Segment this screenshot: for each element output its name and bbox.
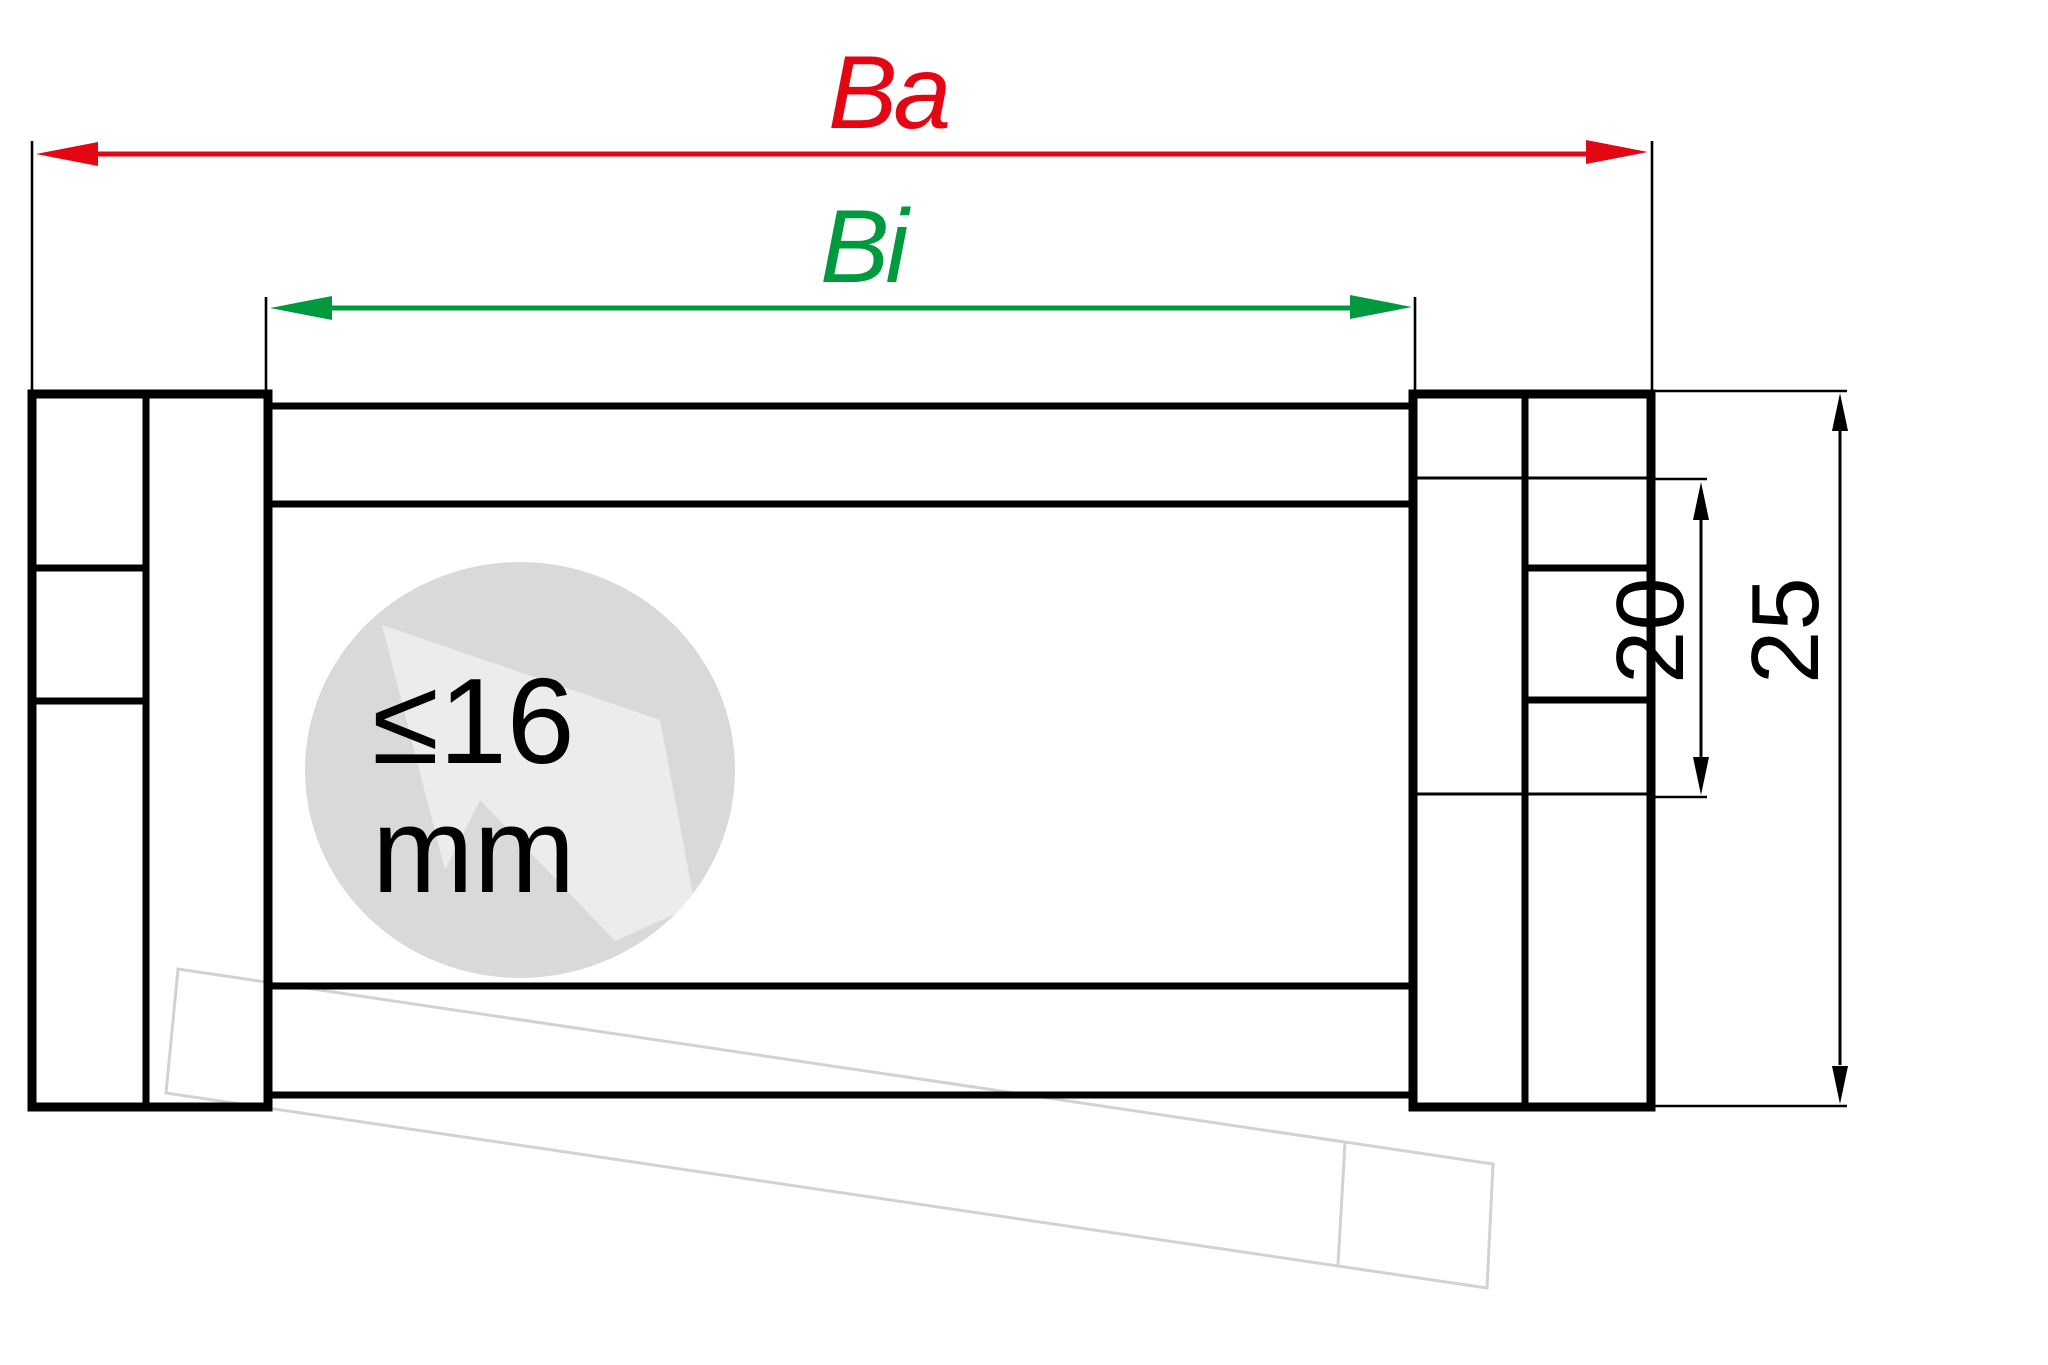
outer-width-dimension: Ba xyxy=(30,35,1654,395)
outer-width-label: Ba xyxy=(828,35,948,151)
arrowhead-up-icon xyxy=(1693,482,1709,520)
badge-unit: mm xyxy=(372,782,575,918)
tilted-crossbar-ghost xyxy=(164,967,1495,1290)
left-side-plate xyxy=(27,389,273,1112)
arrowhead-left-icon xyxy=(36,142,98,166)
arrowhead-down-icon xyxy=(1693,757,1709,795)
inner-height-value: 20 xyxy=(1597,577,1704,684)
inner-height-dimension: 20 xyxy=(1597,477,1709,799)
arrowhead-right-icon xyxy=(1586,140,1648,164)
inner-width-label: Bi xyxy=(820,189,911,305)
outer-height-value: 25 xyxy=(1732,577,1839,684)
arrowhead-down-icon xyxy=(1832,1066,1848,1104)
top-crossbar xyxy=(268,402,1413,508)
max-diameter-badge: ≤16 mm xyxy=(305,562,735,978)
inner-width-dimension: Bi xyxy=(264,189,1417,395)
arrowhead-left-icon xyxy=(270,296,332,320)
diagonal-arrow-icon xyxy=(382,625,695,941)
outer-height-dimension: 25 xyxy=(1652,389,1848,1108)
bottom-crossbar xyxy=(268,982,1413,1099)
badge-value: ≤16 xyxy=(372,653,575,789)
arrowhead-up-icon xyxy=(1832,393,1848,431)
right-side-plate xyxy=(1408,389,1656,1112)
arrowhead-right-icon xyxy=(1350,295,1412,319)
